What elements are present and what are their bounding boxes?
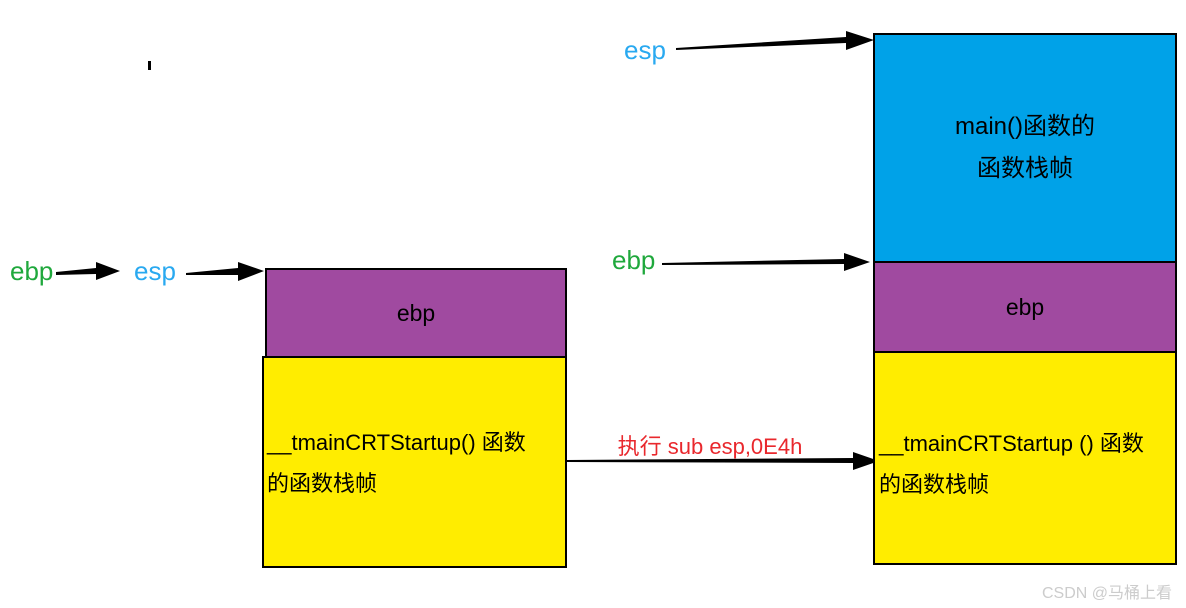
right-crt-frame-line1: __tmainCRTStartup () 函数: [879, 431, 1144, 456]
sub-esp-transition-arrow: [567, 446, 879, 476]
right-stack-crt-frame: __tmainCRTStartup () 函数 的函数栈帧: [873, 351, 1177, 565]
right-ebp-to-junction-arrow: [662, 248, 870, 276]
left-esp-register-label: esp: [134, 256, 176, 286]
right-stack-ebp-cell-label: ebp: [1005, 293, 1045, 320]
left-ebp-register-label: ebp: [10, 256, 54, 286]
right-ebp-register-label: ebp: [612, 245, 656, 275]
main-frame-line2: 函数栈帧: [977, 155, 1073, 182]
right-stack-main-frame: main()函数的 函数栈帧: [873, 33, 1177, 263]
left-stack-crt-frame: __tmainCRTStartup() 函数 的函数栈帧: [262, 356, 567, 568]
stray-mark: [148, 61, 151, 70]
right-stack-ebp-cell: ebp: [873, 261, 1177, 353]
left-ebp-to-esp-arrow: [56, 258, 120, 286]
left-stack-ebp-cell-label: ebp: [396, 299, 436, 326]
main-frame-line1: main()函数的: [954, 113, 1095, 140]
csdn-watermark: CSDN @马桶上看: [1041, 585, 1172, 602]
left-crt-frame-line2: 的函数栈帧: [267, 471, 378, 496]
right-esp-to-main-arrow: [676, 28, 874, 60]
sub-esp-instruction-label: 执行 sub esp,0E4h: [617, 434, 803, 459]
right-esp-register-label: esp: [624, 35, 666, 65]
left-crt-frame-line1: __tmainCRTStartup() 函数: [267, 430, 526, 455]
left-stack-ebp-cell: ebp: [265, 268, 567, 358]
left-esp-to-stack-arrow: [186, 258, 264, 286]
right-crt-frame-line2: 的函数栈帧: [879, 472, 990, 497]
